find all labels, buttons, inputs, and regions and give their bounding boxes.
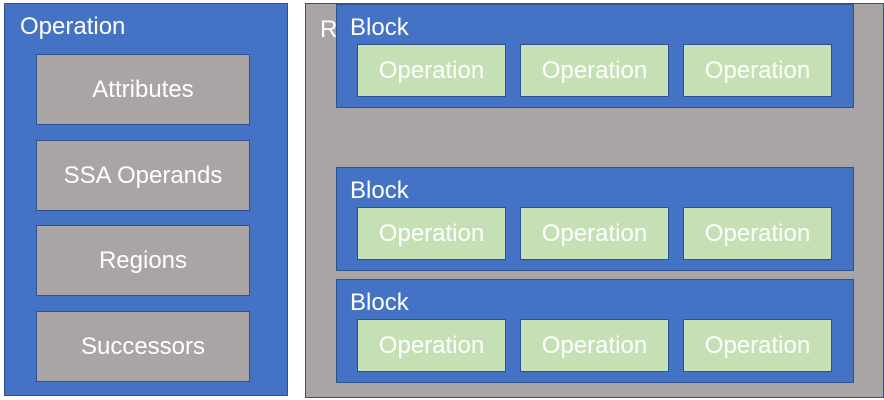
block-3: Block Operation Operation Operation	[336, 4, 854, 108]
block-title: Block	[350, 289, 409, 316]
block-title: Block	[350, 14, 409, 41]
block-operation: Operation	[520, 319, 669, 372]
regions-panel: Regions Block Operation Operation Operat…	[305, 3, 884, 398]
ssa-operands-box: SSA Operands	[36, 140, 250, 211]
block-operation: Operation	[357, 44, 506, 97]
block-1: Block Operation Operation Operation	[336, 167, 854, 271]
regions-box: Regions	[36, 225, 250, 296]
attributes-box: Attributes	[36, 54, 250, 125]
block-2: Block Operation Operation Operation	[336, 279, 854, 383]
block-operation: Operation	[357, 207, 506, 260]
successors-box: Successors	[36, 311, 250, 382]
block-operation: Operation	[683, 44, 832, 97]
block-operation: Operation	[357, 319, 506, 372]
block-operation: Operation	[683, 319, 832, 372]
block-title: Block	[350, 177, 409, 204]
operation-panel-title: Operation	[20, 13, 126, 40]
block-operation: Operation	[683, 207, 832, 260]
block-operation: Operation	[520, 207, 669, 260]
operation-panel: Operation Attributes SSA Operands Region…	[4, 3, 288, 396]
block-operation: Operation	[520, 44, 669, 97]
